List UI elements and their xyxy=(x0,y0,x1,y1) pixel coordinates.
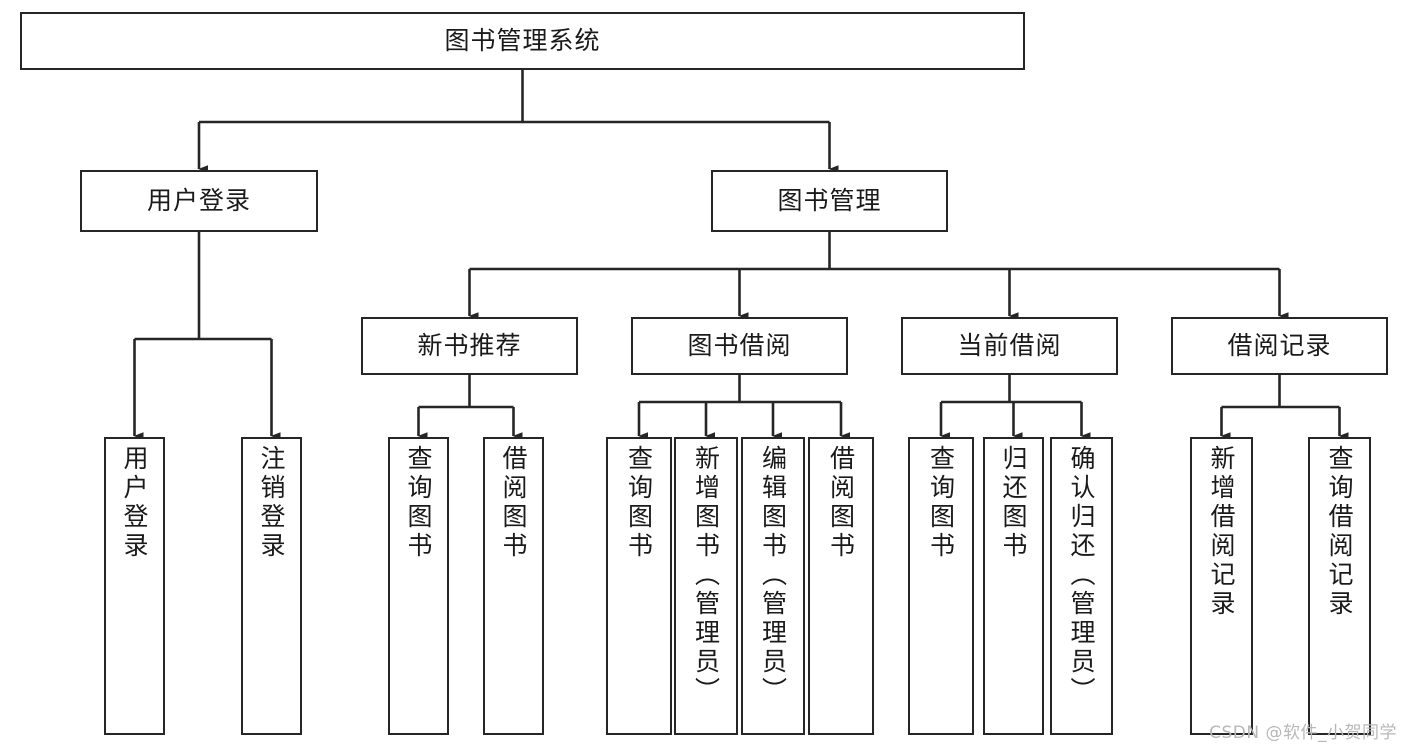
node-label: 确认归还（管理员） xyxy=(1067,445,1096,706)
node-label: 借阅记录 xyxy=(1227,330,1332,360)
node-label: 新增借阅记录 xyxy=(1207,445,1236,619)
node-leaf-rec-query[interactable]: 查询图书 xyxy=(388,437,449,735)
node-leaf-bb-add[interactable]: 新增图书（管理员） xyxy=(674,437,738,735)
node-label: 当前借阅 xyxy=(957,330,1062,360)
node-borrow-record[interactable]: 借阅记录 xyxy=(1171,317,1388,375)
node-label: 注销登录 xyxy=(257,445,286,561)
node-book-borrow[interactable]: 图书借阅 xyxy=(631,317,848,375)
node-leaf-bb-borrow[interactable]: 借阅图书 xyxy=(808,437,874,735)
node-leaf-cb-query[interactable]: 查询图书 xyxy=(908,437,974,735)
node-label: 查询图书 xyxy=(624,445,654,561)
node-label: 借阅图书 xyxy=(826,445,856,561)
node-leaf-user-login[interactable]: 用户登录 xyxy=(104,437,165,735)
node-label: 图书借阅 xyxy=(687,330,792,360)
node-leaf-cb-return[interactable]: 归还图书 xyxy=(983,437,1044,735)
node-label: 查询借阅记录 xyxy=(1325,445,1354,619)
node-label: 查询图书 xyxy=(404,445,433,561)
node-label: 借阅图书 xyxy=(499,445,528,561)
node-leaf-cb-confirm[interactable]: 确认归还（管理员） xyxy=(1050,437,1113,735)
node-label: 新书推荐 xyxy=(417,330,522,360)
node-leaf-br-query[interactable]: 查询借阅记录 xyxy=(1308,437,1371,735)
node-user-login[interactable]: 用户登录 xyxy=(80,170,318,232)
node-root[interactable]: 图书管理系统 xyxy=(20,12,1025,70)
node-label: 图书管理 xyxy=(777,185,882,215)
node-label: 新增图书（管理员） xyxy=(691,445,721,706)
node-current-borrow[interactable]: 当前借阅 xyxy=(901,317,1118,375)
node-leaf-bb-query[interactable]: 查询图书 xyxy=(606,437,672,735)
node-label: 编辑图书（管理员） xyxy=(758,445,788,706)
node-leaf-br-add[interactable]: 新增借阅记录 xyxy=(1190,437,1253,735)
node-label: 图书管理系统 xyxy=(444,25,601,55)
node-new-book-rec[interactable]: 新书推荐 xyxy=(361,317,578,375)
node-label: 用户登录 xyxy=(146,185,251,215)
node-label: 归还图书 xyxy=(999,445,1028,561)
node-leaf-bb-edit[interactable]: 编辑图书（管理员） xyxy=(741,437,805,735)
node-leaf-rec-borrow[interactable]: 借阅图书 xyxy=(483,437,544,735)
edge-group xyxy=(133,70,1349,440)
node-leaf-user-logout[interactable]: 注销登录 xyxy=(241,437,302,735)
watermark-label: CSDN @软件_小贺同学 xyxy=(1209,723,1397,743)
node-label: 用户登录 xyxy=(120,445,149,561)
node-book-manage[interactable]: 图书管理 xyxy=(711,170,948,232)
node-label: 查询图书 xyxy=(926,445,956,561)
